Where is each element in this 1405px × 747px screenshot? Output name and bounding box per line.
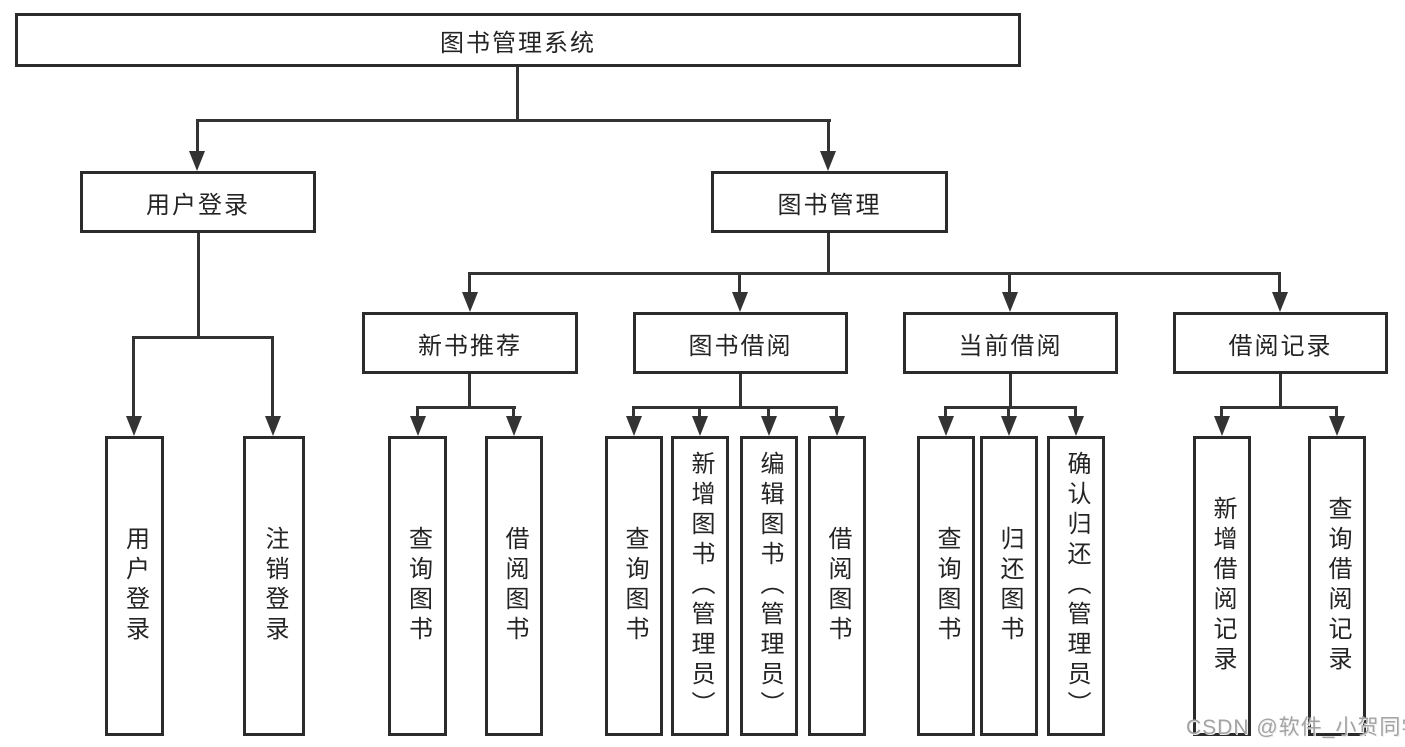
arrow-records-query <box>1329 416 1345 436</box>
leaf-borrowing-borrow-label: 借阅图书 <box>824 526 851 646</box>
leaf-current-query: 查询图书 <box>917 436 975 736</box>
connector-bookmgmt-branch <box>468 272 1281 275</box>
leaf-borrowing-add-admin: 新增图书（管理员） <box>671 436 729 736</box>
connector-current-c3 <box>1074 409 1077 416</box>
connector-bookmgmt-drop <box>827 122 830 152</box>
connector-current-c2 <box>1007 409 1010 416</box>
leaf-borrowing-query: 查询图书 <box>605 436 663 736</box>
leaf-records-add: 新增借阅记录 <box>1193 436 1251 736</box>
arrow-to-book-management <box>820 151 836 171</box>
node-book-management-label: 图书管理 <box>777 191 882 219</box>
node-borrow-records: 借阅记录 <box>1173 312 1388 374</box>
connector-newbooks-branch <box>416 406 516 409</box>
leaf-borrowing-add-admin-label: 新增图书（管理员） <box>687 451 714 721</box>
connector-current-c1 <box>944 409 947 416</box>
leaf-user-login-label: 用户登录 <box>121 526 149 646</box>
leaf-current-confirm-admin-label: 确认归还（管理员） <box>1063 451 1090 721</box>
connector-records-branch <box>1220 406 1338 409</box>
arrow-current-return <box>1001 416 1017 436</box>
connector-login-child1-drop <box>132 339 135 416</box>
connector-borrowing-drop <box>738 275 741 292</box>
connector-records-c2 <box>1335 409 1338 416</box>
connector-newbooks-stem <box>468 374 471 406</box>
leaf-borrowing-borrow: 借阅图书 <box>808 436 866 736</box>
connector-login-branch <box>132 336 274 339</box>
connector-newbooks-c2 <box>512 409 515 416</box>
arrow-to-book-borrowing <box>732 292 748 312</box>
leaf-records-add-label: 新增借阅记录 <box>1209 496 1236 676</box>
leaf-logout-label: 注销登录 <box>261 526 288 646</box>
connector-records-c1 <box>1220 409 1223 416</box>
leaf-current-return-label: 归还图书 <box>996 526 1023 646</box>
connector-borrowing-c4 <box>835 409 838 416</box>
arrow-to-new-books <box>462 292 478 312</box>
arrow-current-confirm <box>1068 416 1084 436</box>
connector-borrowing-c3 <box>767 409 770 416</box>
connector-records-drop <box>1278 275 1281 292</box>
connector-current-drop <box>1008 275 1011 292</box>
arrow-borrowing-edit <box>761 416 777 436</box>
node-borrow-records-label: 借阅记录 <box>1228 332 1333 360</box>
connector-login-stem <box>197 233 200 336</box>
leaf-current-confirm-admin: 确认归还（管理员） <box>1047 436 1105 736</box>
connector-current-stem <box>1009 374 1012 406</box>
arrow-borrowing-add <box>692 416 708 436</box>
node-book-borrowing: 图书借阅 <box>633 312 848 374</box>
connector-login-drop <box>196 122 199 152</box>
connector-newbooks-c1 <box>416 409 419 416</box>
leaf-newbooks-query: 查询图书 <box>388 436 447 736</box>
arrow-borrowing-borrow <box>829 416 845 436</box>
leaf-newbooks-query-label: 查询图书 <box>404 526 432 646</box>
connector-bookmgmt-stem <box>827 233 830 272</box>
connector-borrowing-branch <box>632 406 838 409</box>
connector-records-stem <box>1279 374 1282 406</box>
leaf-borrowing-edit-admin: 编辑图书（管理员） <box>740 436 798 736</box>
node-user-login: 用户登录 <box>80 171 316 233</box>
connector-borrowing-c1 <box>632 409 635 416</box>
leaf-borrowing-query-label: 查询图书 <box>621 526 648 646</box>
arrow-to-borrow-records <box>1272 292 1288 312</box>
leaf-records-query: 查询借阅记录 <box>1308 436 1366 736</box>
arrow-newbooks-query <box>410 416 426 436</box>
node-new-book-recommend: 新书推荐 <box>362 312 578 374</box>
connector-borrowing-stem <box>739 374 742 406</box>
leaf-current-query-label: 查询图书 <box>933 526 960 646</box>
connector-newbooks-drop <box>468 275 471 292</box>
connector-current-branch <box>944 406 1077 409</box>
node-current-borrowing: 当前借阅 <box>903 312 1118 374</box>
node-user-login-label: 用户登录 <box>146 191 250 219</box>
leaf-logout: 注销登录 <box>243 436 305 736</box>
connector-root-branch <box>196 119 831 122</box>
node-root-label: 图书管理系统 <box>440 29 596 57</box>
connector-root-stem <box>516 67 519 119</box>
leaf-user-login: 用户登录 <box>105 436 164 736</box>
leaf-borrowing-edit-admin-label: 编辑图书（管理员） <box>756 451 783 721</box>
node-root: 图书管理系统 <box>15 13 1021 67</box>
node-current-borrowing-label: 当前借阅 <box>958 332 1063 360</box>
node-new-book-recommend-label: 新书推荐 <box>418 332 522 360</box>
connector-login-child2-drop <box>271 339 274 416</box>
arrow-to-logout-leaf <box>265 416 281 436</box>
arrow-to-login-leaf <box>126 416 142 436</box>
leaf-newbooks-borrow-label: 借阅图书 <box>501 526 528 646</box>
node-book-borrowing-label: 图书借阅 <box>688 332 793 360</box>
csdn-watermark: CSDN @软件_小贺同学 <box>1186 716 1405 739</box>
arrow-newbooks-borrow <box>506 416 522 436</box>
leaf-records-query-label: 查询借阅记录 <box>1324 496 1351 676</box>
arrow-borrowing-query <box>626 416 642 436</box>
arrow-records-add <box>1214 416 1230 436</box>
arrow-to-user-login <box>189 151 205 171</box>
leaf-current-return: 归还图书 <box>980 436 1038 736</box>
connector-borrowing-c2 <box>698 409 701 416</box>
leaf-newbooks-borrow: 借阅图书 <box>485 436 543 736</box>
arrow-to-current-borrowing <box>1002 292 1018 312</box>
node-book-management: 图书管理 <box>711 171 948 233</box>
arrow-current-query <box>938 416 954 436</box>
